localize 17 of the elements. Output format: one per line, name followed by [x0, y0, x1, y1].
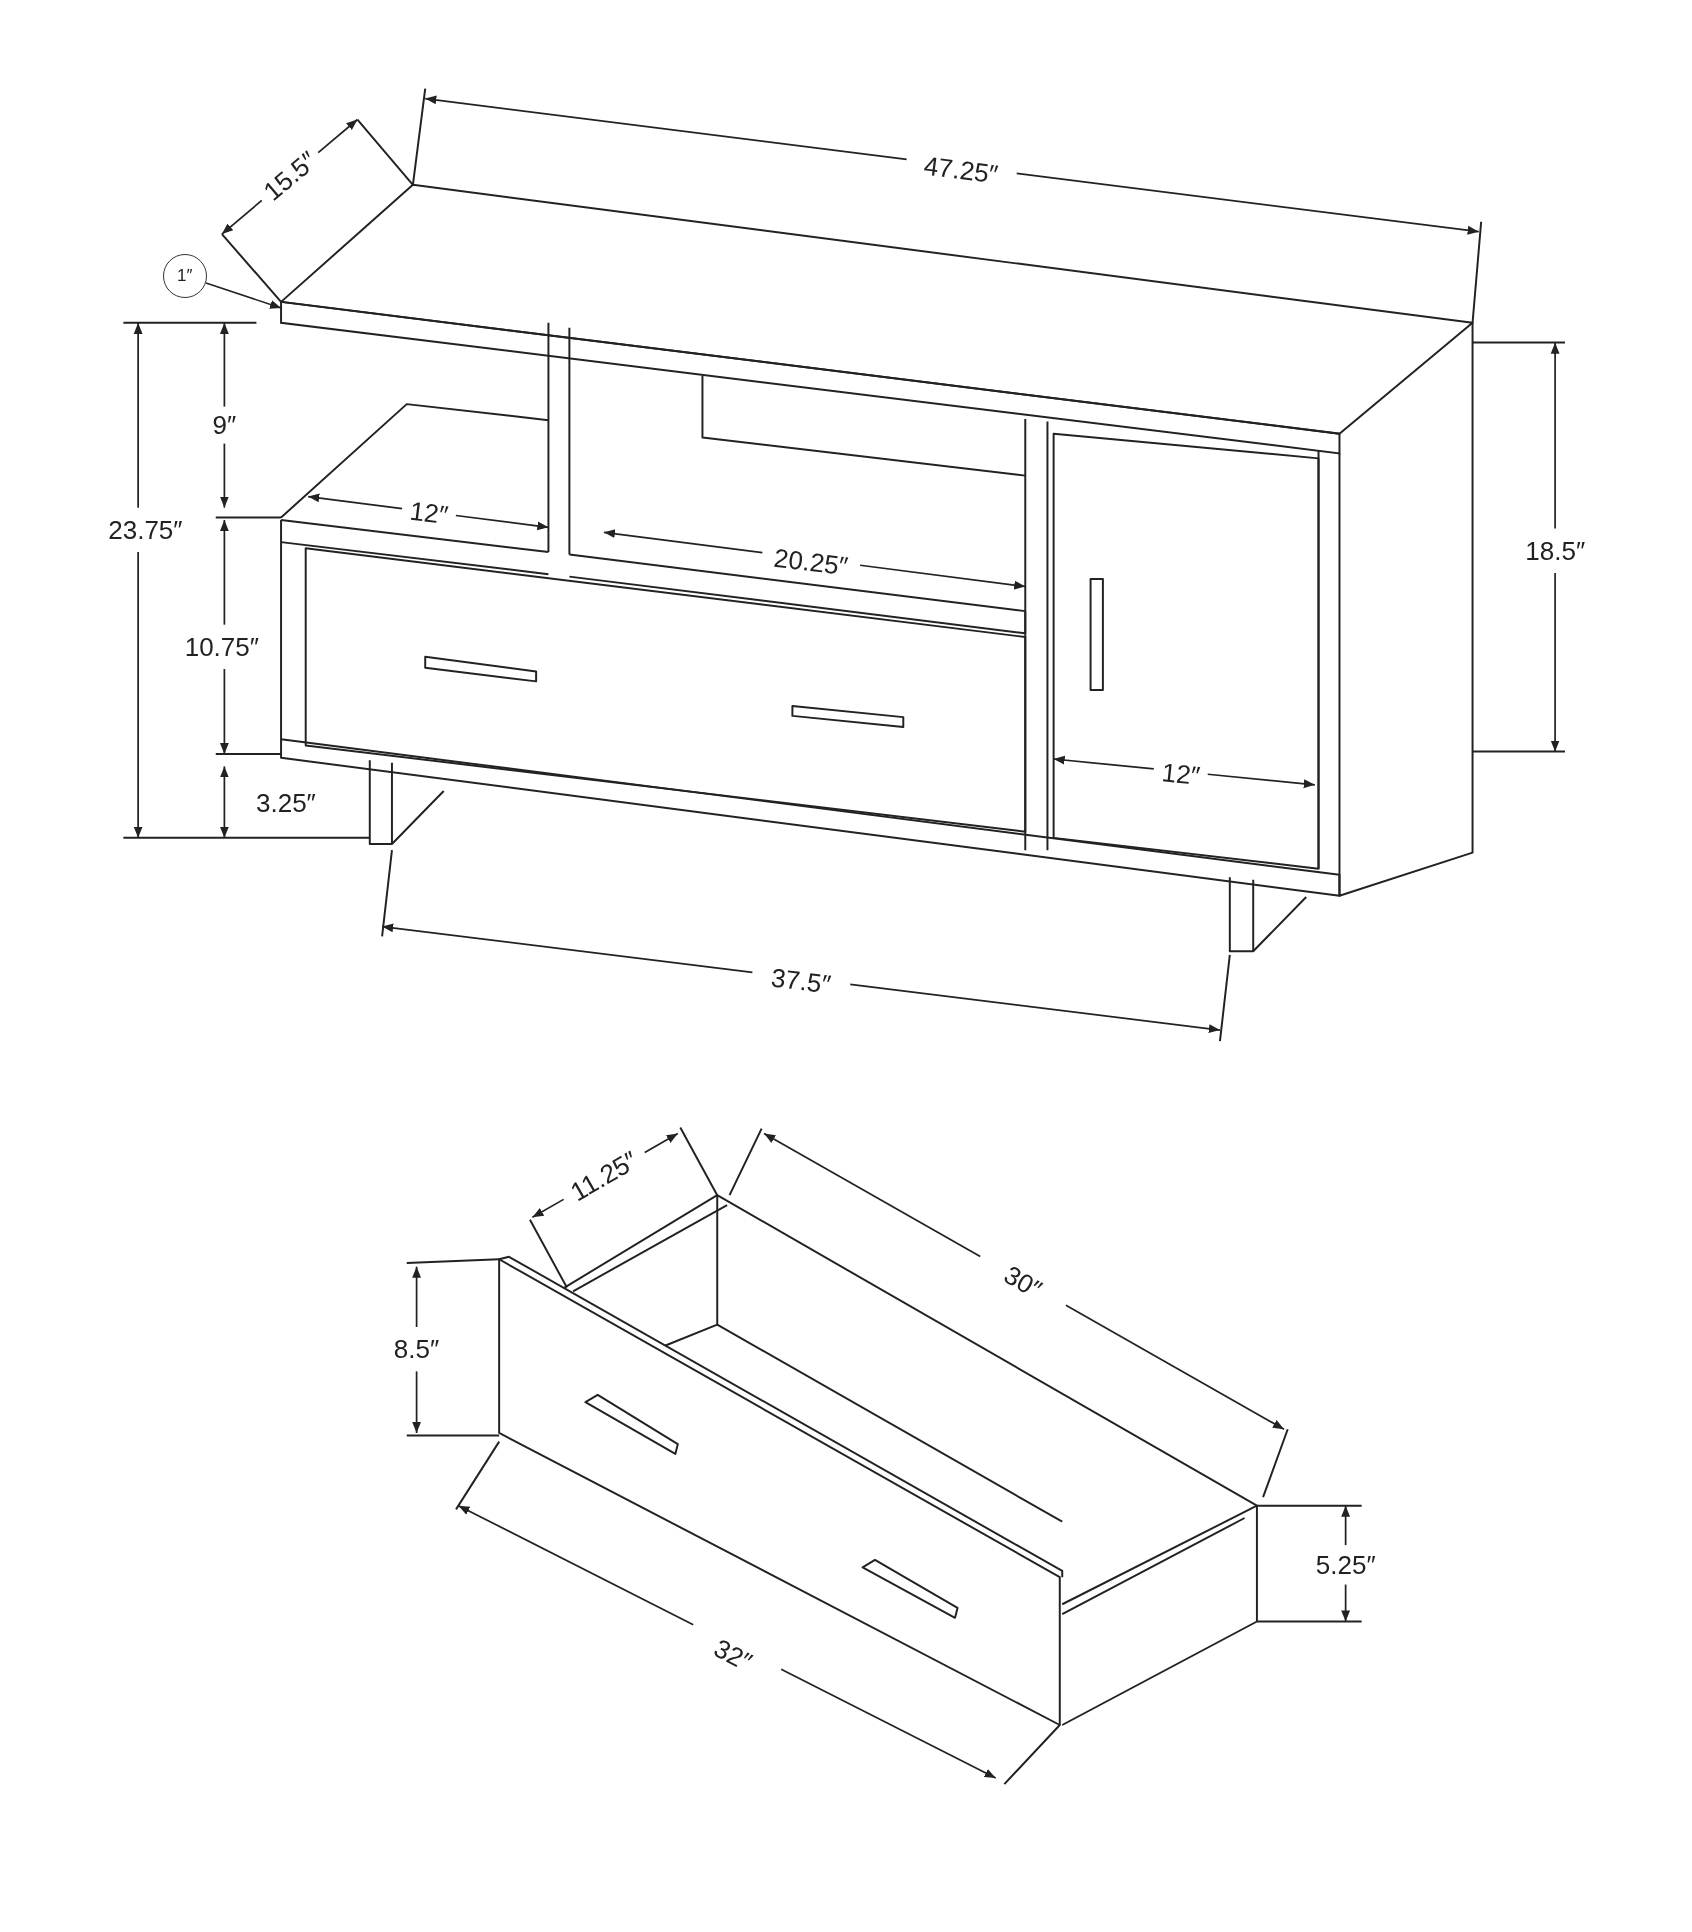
dimension-label: 32″ — [710, 1634, 757, 1676]
dimension-label: 12″ — [408, 497, 450, 528]
callout-text: 1″ — [177, 266, 193, 287]
dimension-label: 12″ — [1160, 759, 1201, 789]
dimension-label: 23.75″ — [108, 516, 183, 543]
dimension-label: 8.5″ — [393, 1336, 440, 1363]
dimension-label: 30″ — [999, 1260, 1046, 1303]
dimension-label: 3.25″ — [256, 790, 316, 817]
dimension-label: 47.25″ — [922, 152, 1000, 188]
dimension-label: 18.5″ — [1525, 537, 1586, 564]
tabletop-front-edge — [280, 300, 1341, 455]
leader-line — [205, 282, 282, 309]
dimension-label: 5.25″ — [1315, 1552, 1376, 1579]
dimension-label: 10.75″ — [184, 633, 259, 660]
dimension-label: 20.25″ — [772, 544, 850, 580]
dimension-label: 9″ — [212, 412, 237, 439]
dimension-label: 37.5″ — [769, 964, 833, 998]
